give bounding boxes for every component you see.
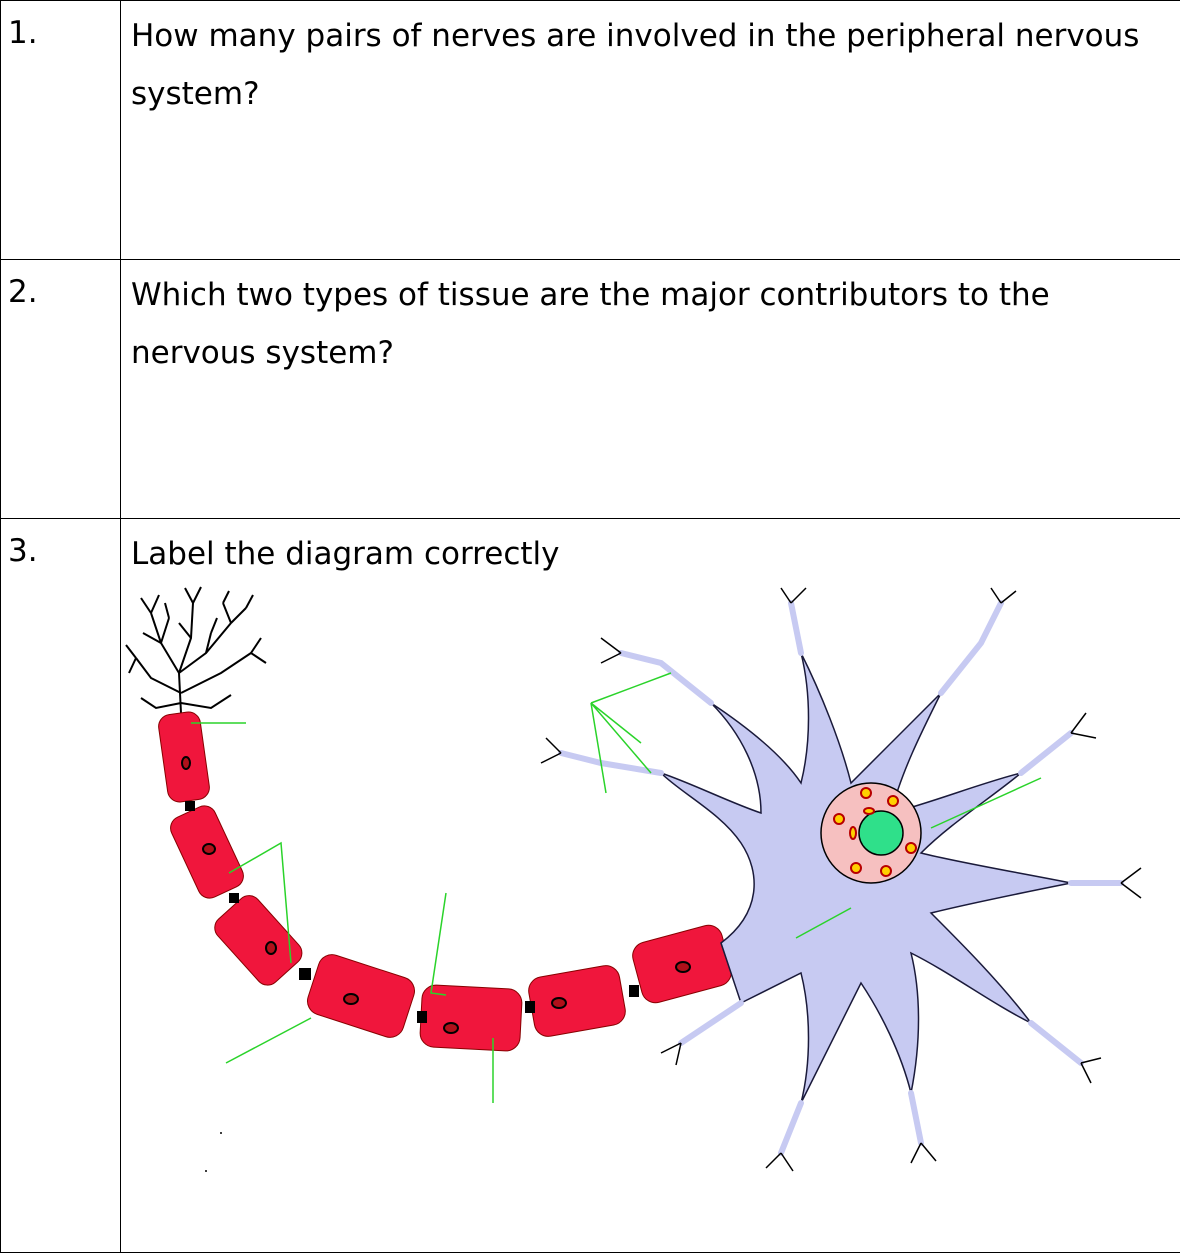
question-row-1: 1. How many pairs of nerves are involved… xyxy=(1,1,1180,260)
question-text: Label the diagram correctly xyxy=(131,525,1180,583)
myelin-sheath-icon xyxy=(157,711,734,1052)
question-text: Which two types of tissue are the major … xyxy=(121,260,1180,519)
stray-dots-icon xyxy=(205,1132,222,1172)
question-number: 3. xyxy=(1,519,121,1253)
question-row-3: 3. Label the diagram correctly xyxy=(1,519,1180,1253)
question-number: 1. xyxy=(1,1,121,260)
nucleus-icon xyxy=(821,783,921,883)
axon-terminal-icon xyxy=(126,587,266,713)
neuron-diagram xyxy=(121,583,1180,1248)
neuron-illustration xyxy=(121,583,1180,1183)
question-row-2: 2. Which two types of tissue are the maj… xyxy=(1,260,1180,519)
question-text: How many pairs of nerves are involved in… xyxy=(121,1,1180,260)
question-number: 2. xyxy=(1,260,121,519)
question-cell-diagram: Label the diagram correctly xyxy=(121,519,1180,1253)
